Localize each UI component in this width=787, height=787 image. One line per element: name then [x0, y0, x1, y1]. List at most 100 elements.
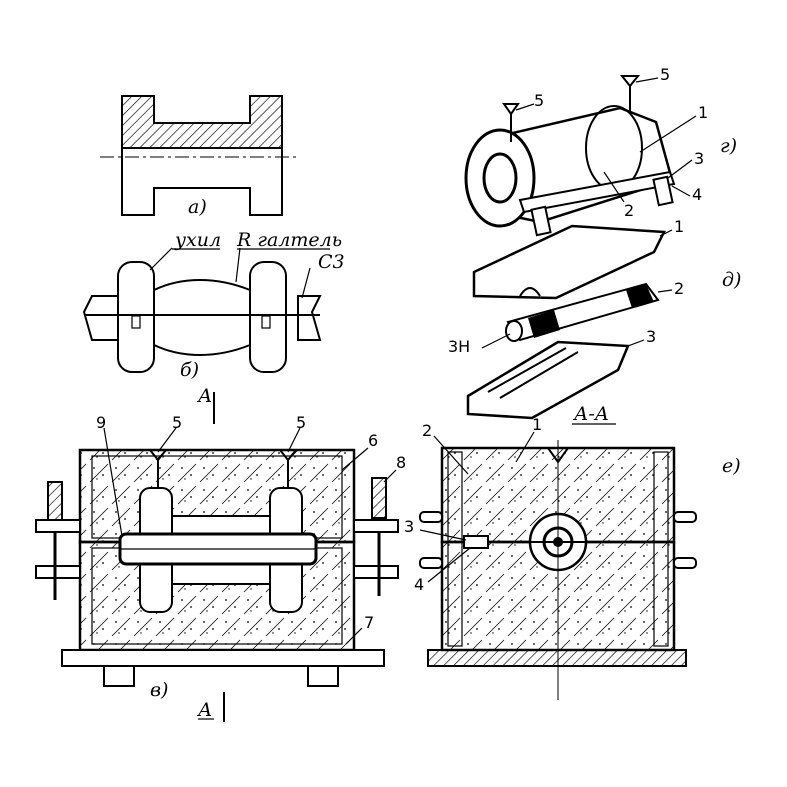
label-e: е) — [722, 455, 741, 477]
figure-g-corebox: 5 5 1 3 4 2 г) — [464, 65, 737, 237]
corebox-clamp — [518, 170, 676, 214]
callout-v-8: 8 — [396, 453, 406, 472]
annotation-c3: С3 — [318, 251, 345, 273]
figure-d-exploded: 1 2 3 3Н д) — [448, 217, 741, 420]
leader-g-5a — [515, 103, 535, 111]
leader-g-4 — [671, 185, 691, 197]
leader-d-2 — [657, 289, 673, 293]
leader-c3 — [301, 267, 311, 299]
callout-v-5a: 5 — [172, 413, 182, 432]
label-g: г) — [720, 135, 737, 157]
annotation-galtel: R галтель — [236, 229, 342, 251]
leader-v-8 — [383, 469, 397, 483]
dowel-left — [131, 315, 141, 329]
corebox-half-top-groove — [519, 287, 541, 297]
leader-d-1 — [659, 229, 673, 237]
callout-g-5a: 5 — [534, 91, 544, 110]
section-title-aa: А-А — [572, 403, 609, 425]
core-rod-end — [505, 320, 523, 342]
sprue-left — [149, 449, 167, 488]
label-v: в) — [150, 679, 168, 701]
callout-d-1: 1 — [674, 217, 684, 236]
casting-upper-hatched — [121, 95, 283, 149]
leader-e-2 — [433, 435, 469, 475]
corebox-vent-1 — [502, 103, 520, 142]
label-d: д) — [722, 269, 741, 291]
callout-d-2: 2 — [674, 279, 684, 298]
section-bottom-board — [427, 649, 687, 667]
corebox-half-bottom-groove — [487, 347, 579, 399]
callout-d-3: 3 — [646, 327, 656, 346]
callout-g-1: 1 — [698, 103, 708, 122]
sprue-right — [279, 449, 297, 488]
core-print-left — [82, 295, 119, 341]
callout-e-4: 4 — [414, 575, 424, 594]
corebox-half-bottom — [466, 340, 630, 420]
leader-e-3 — [419, 529, 467, 541]
callout-v-6: 6 — [368, 431, 378, 450]
leader-g-1 — [639, 115, 697, 153]
pattern-hub — [153, 278, 251, 357]
callout-g-4: 4 — [692, 185, 702, 204]
figure-b-pattern: ухил R галтель С3 б) — [82, 229, 345, 381]
callout-g-5b: 5 — [660, 65, 670, 84]
section-pin-upper-right — [673, 511, 697, 523]
section-wall-right — [653, 451, 669, 647]
leader-g-3 — [667, 159, 693, 179]
leader-d-zn — [481, 333, 511, 349]
casting-lower-outline — [121, 148, 283, 216]
pin-right — [353, 477, 399, 596]
label-a: а) — [188, 196, 207, 218]
figure-e-section: А-А 2 1 3 4 е) — [404, 403, 741, 700]
board-foot-right — [307, 665, 339, 687]
leader-d-3 — [627, 339, 645, 347]
corebox-clamp-foot-left — [530, 205, 552, 237]
label-b: б) — [180, 359, 199, 381]
core-print-right — [297, 295, 322, 341]
annotation-zn: 3Н — [448, 337, 470, 356]
callout-g-3: 3 — [694, 149, 704, 168]
callout-e-1: 1 — [532, 415, 542, 434]
leader-g-5b — [635, 77, 659, 83]
pin-left — [35, 481, 81, 600]
callout-e-2: 2 — [422, 421, 432, 440]
section-pin-lower-left — [419, 557, 443, 569]
section-marker-top: А — [196, 385, 212, 407]
leader-ukhil — [149, 247, 173, 271]
leader-galtel — [235, 247, 241, 283]
leader-e-4 — [427, 547, 471, 583]
section-pin-upper-left — [419, 511, 443, 523]
callout-g-2: 2 — [624, 201, 634, 220]
flange-left — [117, 261, 155, 373]
annotation-ukhil: ухил — [174, 229, 221, 251]
figure-a-casting: а) — [100, 95, 300, 218]
section-wall-left — [447, 451, 463, 647]
corebox-half-top — [472, 224, 666, 300]
callout-v-5b: 5 — [296, 413, 306, 432]
core-rod-vent-right — [626, 284, 654, 308]
board-foot-left — [103, 665, 135, 687]
flange-right — [249, 261, 287, 373]
corebox-clamp-foot-right — [652, 175, 674, 207]
dowel-right — [261, 315, 271, 329]
leader-v-7 — [345, 627, 363, 645]
figure-v-mould: 9 5 5 6 8 7 в) — [35, 413, 406, 701]
corebox-vent-2 — [619, 75, 641, 112]
leader-v-5a — [157, 427, 177, 453]
callout-v-7: 7 — [364, 613, 374, 632]
bottom-board — [61, 649, 385, 667]
leader-v-9 — [103, 427, 123, 537]
section-pin-lower-right — [673, 557, 697, 569]
leader-e-1 — [515, 431, 535, 463]
section-clamp-block — [463, 535, 489, 549]
leader-v-5b — [287, 427, 301, 453]
section-marker-bottom: А — [196, 699, 212, 721]
leader-g-2 — [603, 171, 625, 203]
callout-e-3: 3 — [404, 517, 414, 536]
corebox-bore — [482, 152, 518, 204]
section-sprue — [547, 447, 569, 464]
core-rod-vent-left — [528, 310, 560, 338]
leader-v-6 — [341, 447, 369, 471]
callout-v-9: 9 — [96, 413, 106, 432]
